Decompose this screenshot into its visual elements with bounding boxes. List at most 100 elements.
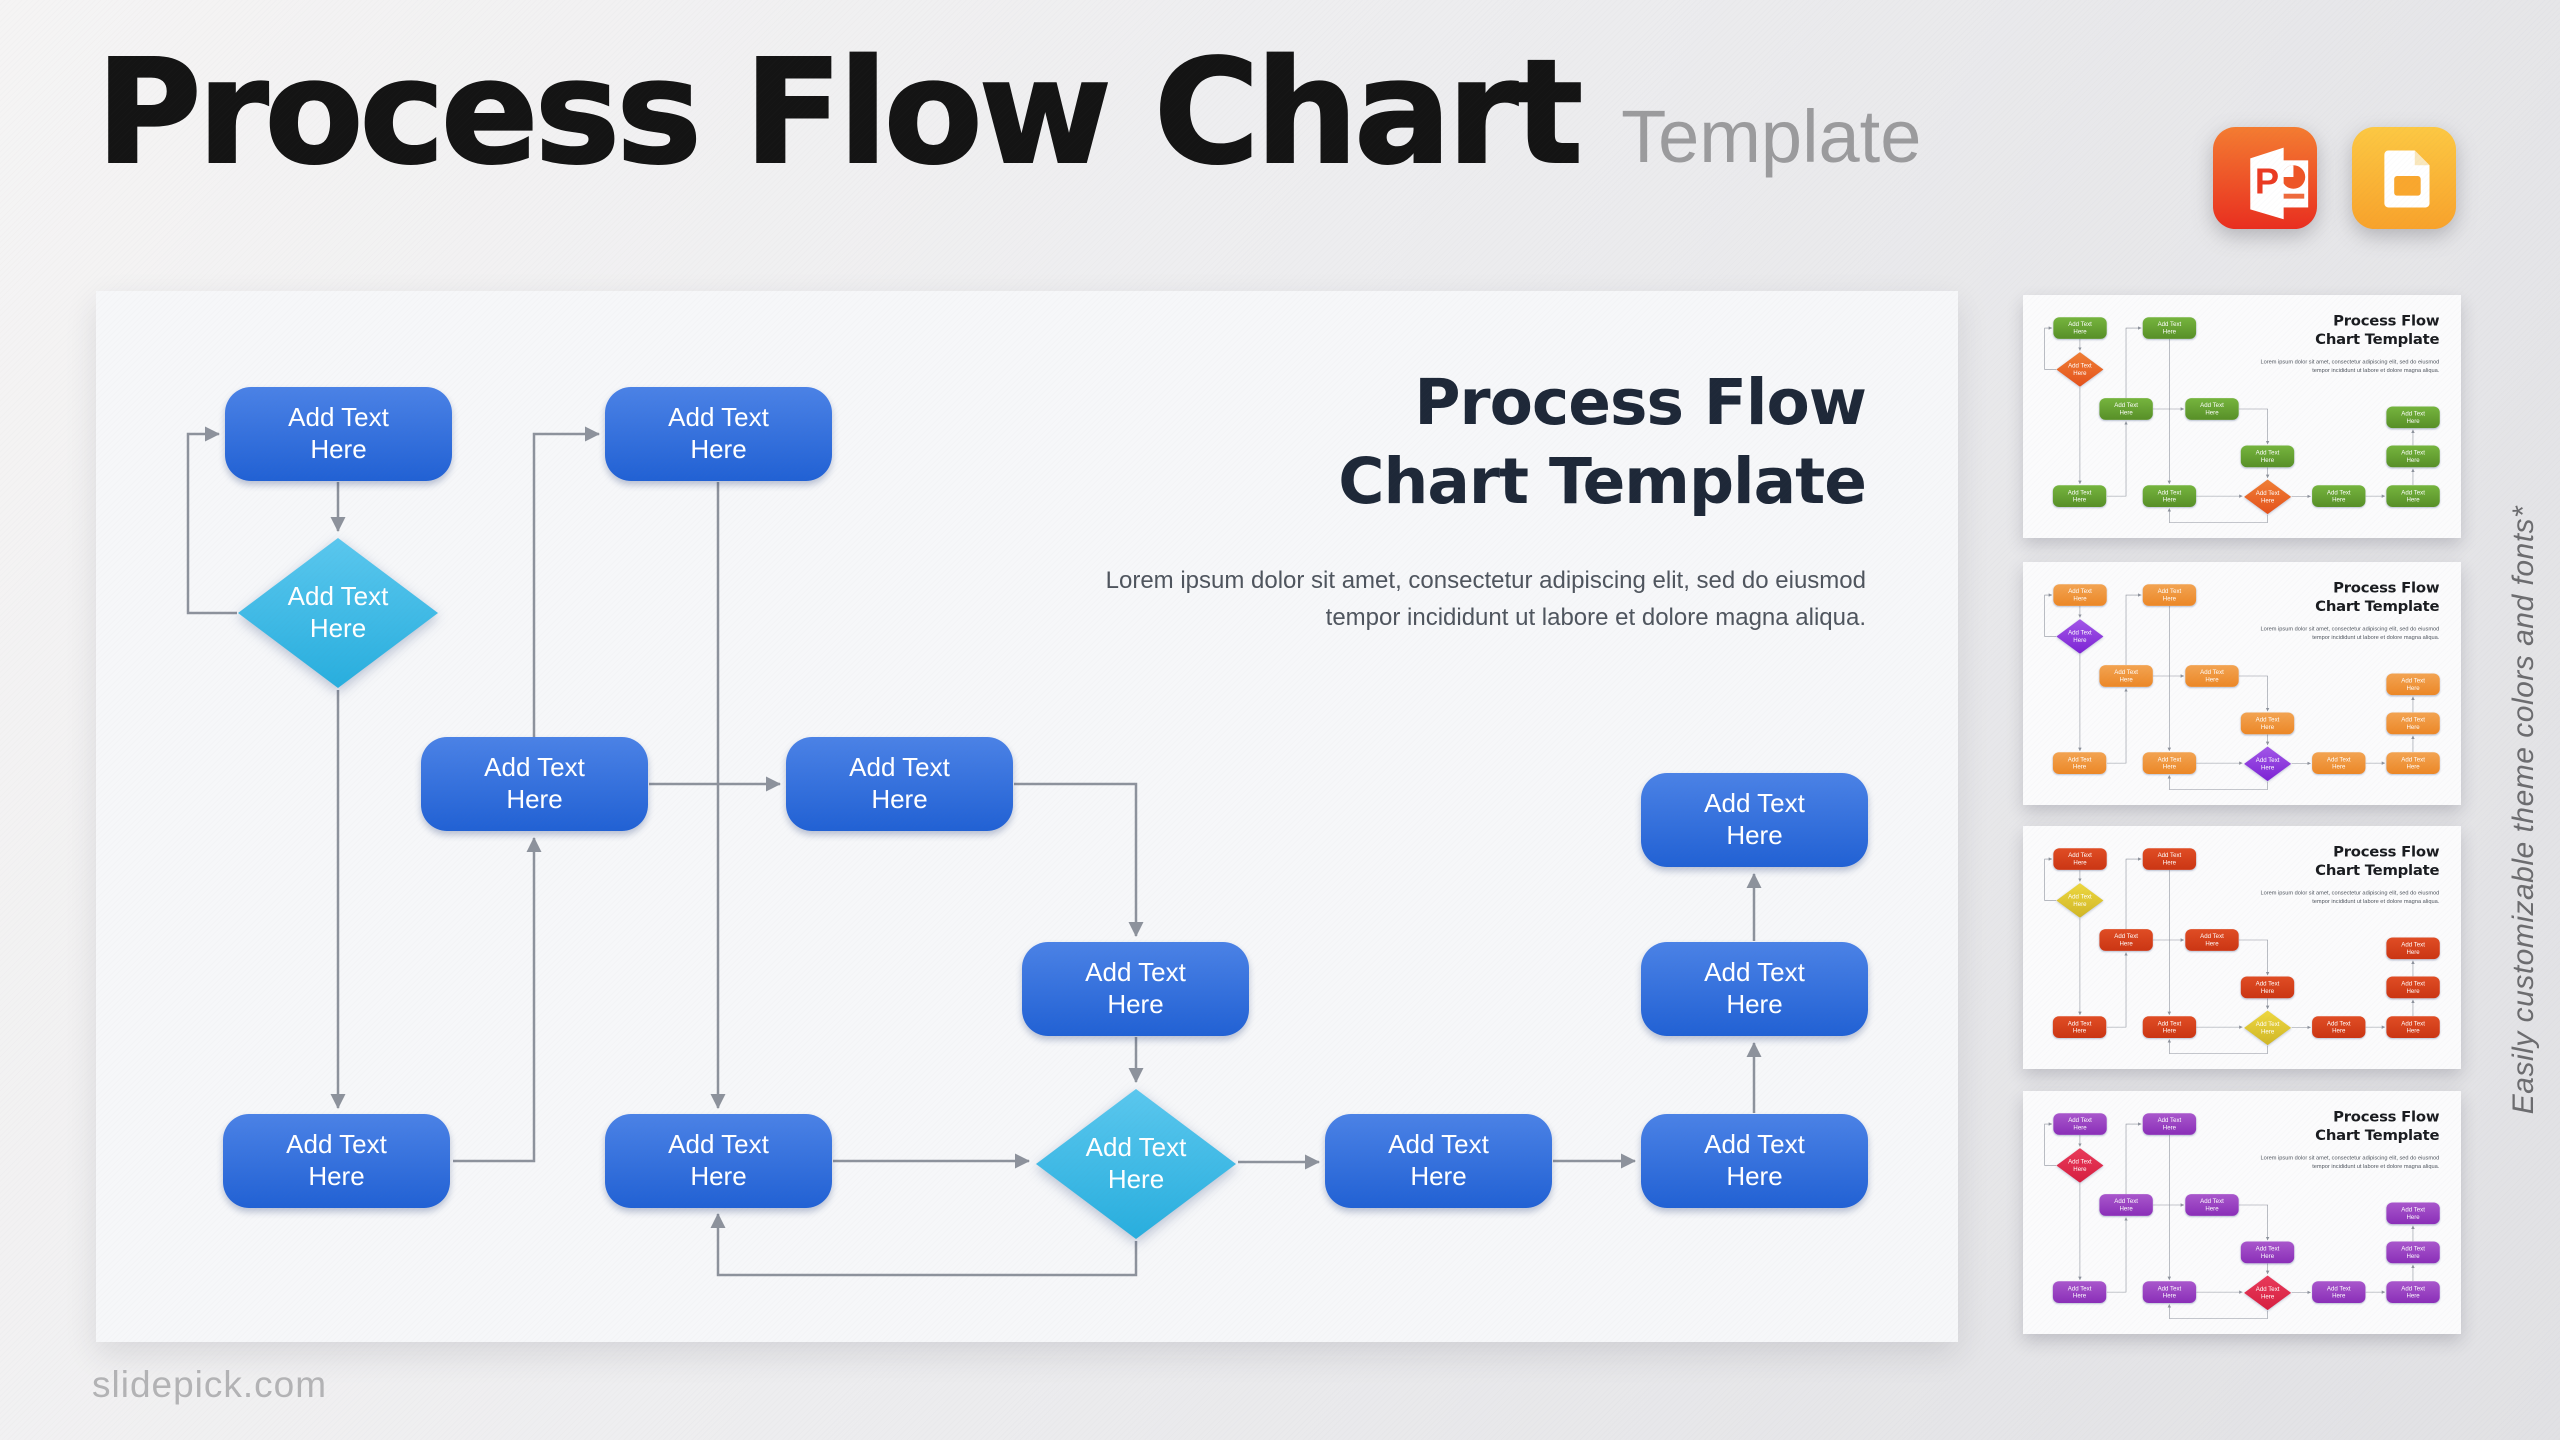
flow-box: Add Text Here [2386, 712, 2440, 735]
flow-node-label: Add Text Here [2255, 449, 2280, 464]
flow-box: Add Text Here [2386, 1016, 2440, 1039]
slide-body: Lorem ipsum dolor sit amet, consectetur … [2260, 1154, 2440, 1170]
slide-heading-line2: Chart Template [2315, 597, 2440, 615]
flow-box: Add Text Here [2312, 485, 2366, 508]
flow-node-label: Add Text Here [2068, 320, 2092, 335]
flow-box: Add Text Here [2142, 317, 2197, 339]
flow-node-label: Add Text Here [2326, 488, 2351, 504]
slide-text-block: Process Flow Chart Template Lorem ipsum … [2237, 843, 2439, 906]
google-slides-icon[interactable] [2351, 127, 2457, 231]
flow-node-label: Add Text Here [2401, 980, 2425, 995]
flow-node-label: Add Text Here [2157, 851, 2182, 866]
flow-node-label: Add Text Here [1085, 1132, 1187, 1194]
flow-box: Add Text Here [2240, 976, 2295, 999]
page-title: Process Flow Chart [95, 27, 1584, 197]
flow-node-label: Add Text Here [2255, 980, 2280, 995]
slide-heading-line1: Process Flow [2333, 843, 2440, 861]
flow-node-label: Add Text Here [2401, 1245, 2425, 1260]
flow-connectors [2044, 326, 2415, 523]
slide-text-block: Process Flow Chart Template Lorem ipsum … [1006, 363, 1867, 636]
app-icons: P [2212, 127, 2457, 231]
thumbnail-slide: Process Flow Chart Template Lorem ipsum … [2023, 1091, 2461, 1334]
flow-box: Add Text Here [1641, 773, 1868, 867]
slide-heading: Process Flow Chart Template [2237, 312, 2439, 349]
slide-body: Lorem ipsum dolor sit amet, consectetur … [2260, 889, 2440, 905]
flow-box: Add Text Here [2185, 398, 2239, 420]
flow-box: Add Text Here [2386, 445, 2440, 468]
flow-node-label: Add Text Here [2114, 932, 2138, 947]
flow-diamond: Add Text Here [2244, 479, 2292, 515]
flow-node-label: Add Text Here [2255, 489, 2280, 504]
flow-node-label: Add Text Here [2114, 668, 2138, 683]
flow-box: Add Text Here [2386, 406, 2440, 429]
thumbnail-slide: Process Flow Chart Template Lorem ipsum … [2023, 295, 2461, 538]
flow-node-label: Add Text Here [2200, 932, 2224, 947]
flow-box: Add Text Here [2386, 485, 2440, 508]
slide-thumbnail-1[interactable]: Process Flow Chart Template Lorem ipsum … [2023, 295, 2461, 538]
flow-node-label: Add Text Here [2068, 629, 2092, 644]
slide-thumbnail-4[interactable]: Process Flow Chart Template Lorem ipsum … [2023, 1091, 2461, 1334]
slide-body: Lorem ipsum dolor sit amet, consectetur … [2260, 625, 2440, 641]
flow-node-label: Add Text Here [484, 752, 585, 814]
svg-text:P: P [2255, 161, 2279, 202]
flow-diamond: Add Text Here [2244, 746, 2292, 782]
flow-box: Add Text Here [2240, 1241, 2295, 1264]
flow-box: Add Text Here [2142, 1113, 2197, 1135]
flow-node-label: Add Text Here [2157, 320, 2182, 335]
flow-diamond: Add Text Here [2056, 1148, 2104, 1183]
flow-box: Add Text Here [2386, 976, 2440, 999]
flow-node-label: Add Text Here [2157, 755, 2182, 771]
flow-box: Add Text Here [225, 387, 452, 481]
flow-box: Add Text Here [1641, 1114, 1868, 1208]
flow-node-label: Add Text Here [2255, 1245, 2280, 1260]
slide-text-block: Process Flow Chart Template Lorem ipsum … [2237, 312, 2439, 375]
flow-box: Add Text Here [2185, 1194, 2239, 1216]
page-header: Process Flow Chart Template [95, 27, 2196, 197]
flow-diamond: Add Text Here [2056, 883, 2104, 918]
flow-node-label: Add Text Here [2200, 401, 2224, 416]
flow-box: Add Text Here [2240, 712, 2295, 735]
flow-box: Add Text Here [2053, 584, 2107, 606]
flow-box: Add Text Here [2099, 665, 2153, 687]
flow-node-label: Add Text Here [2067, 755, 2092, 771]
flow-diamond: Add Text Here [2244, 1010, 2292, 1046]
brand-link[interactable]: slidepick.com [92, 1364, 328, 1405]
flow-node-label: Add Text Here [286, 1129, 387, 1191]
slide-body: Lorem ipsum dolor sit amet, consectetur … [1105, 566, 1866, 631]
slide-body: Lorem ipsum dolor sit amet, consectetur … [2260, 358, 2440, 374]
flow-node-label: Add Text Here [2401, 1019, 2425, 1035]
slide-heading: Process Flow Chart Template [2237, 843, 2439, 880]
flow-box: Add Text Here [1325, 1114, 1552, 1208]
flow-node-label: Add Text Here [2326, 1284, 2351, 1300]
flow-box: Add Text Here [605, 387, 832, 481]
slide-thumbnail-3[interactable]: Process Flow Chart Template Lorem ipsum … [2023, 826, 2461, 1069]
flow-box: Add Text Here [2185, 929, 2239, 951]
flow-diamond: Add Text Here [2056, 352, 2104, 387]
flow-node-label: Add Text Here [2401, 716, 2425, 731]
flow-box: Add Text Here [2386, 673, 2440, 696]
slide-thumbnail-2[interactable]: Process Flow Chart Template Lorem ipsum … [2023, 562, 2461, 805]
slide-text-block: Process Flow Chart Template Lorem ipsum … [2237, 579, 2439, 642]
flow-node-label: Add Text Here [2326, 755, 2351, 771]
flow-diamond: Add Text Here [2056, 619, 2104, 654]
flow-node-label: Add Text Here [2200, 1197, 2224, 1212]
flow-node-label: Add Text Here [287, 581, 389, 643]
flow-connectors [2044, 1122, 2415, 1319]
flow-node-label: Add Text Here [1704, 788, 1805, 850]
flow-box: Add Text Here [2185, 665, 2239, 687]
slide-heading-line2: Chart Template [2315, 1126, 2440, 1144]
flow-box: Add Text Here [2312, 1016, 2366, 1039]
flow-box: Add Text Here [1022, 942, 1249, 1036]
flow-box: Add Text Here [2386, 937, 2440, 960]
flow-node-label: Add Text Here [2068, 587, 2092, 602]
flow-node-label: Add Text Here [2067, 1284, 2092, 1300]
flow-box: Add Text Here [2142, 752, 2197, 775]
flow-box: Add Text Here [2386, 1202, 2440, 1225]
thumbnail-slide: Process Flow Chart Template Lorem ipsum … [2023, 562, 2461, 805]
slide-heading-line1: Process Flow [2333, 579, 2440, 597]
flow-node-label: Add Text Here [849, 752, 950, 814]
flow-node-label: Add Text Here [2067, 1019, 2092, 1035]
powerpoint-icon[interactable]: P [2212, 127, 2318, 231]
flow-node-label: Add Text Here [2068, 851, 2092, 866]
